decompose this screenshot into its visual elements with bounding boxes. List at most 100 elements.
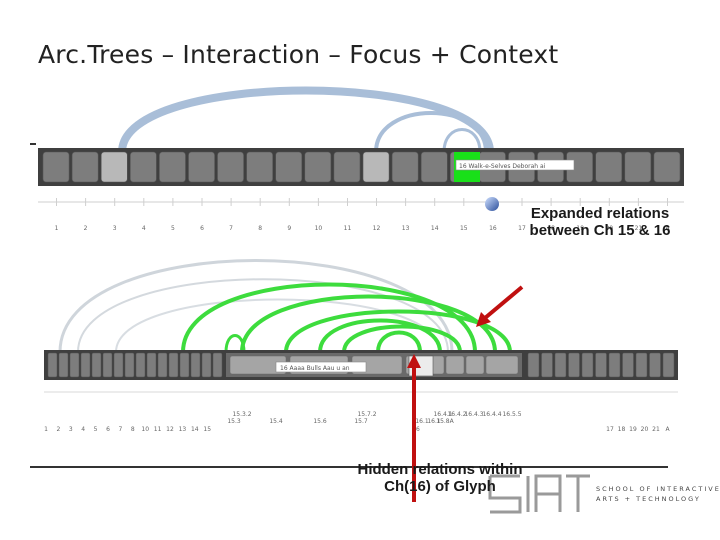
top-arc <box>118 86 494 156</box>
bottom-chapter-cell[interactable] <box>635 352 648 378</box>
bottom-chapter-tick: 10 <box>141 426 149 433</box>
top-chapter-cell[interactable] <box>391 151 419 183</box>
top-chapter-cell[interactable] <box>42 151 70 183</box>
green-arc <box>181 282 477 353</box>
bottom-chapter-cell[interactable] <box>47 352 58 378</box>
top-chapter-cell[interactable] <box>333 151 361 183</box>
top-chapter-cell[interactable] <box>653 151 681 183</box>
top-chapter-cell[interactable] <box>420 151 448 183</box>
top-chapter-tick: 6 <box>200 225 204 232</box>
top-chapter-tick: 9 <box>287 225 291 232</box>
bottom-chapter-cell[interactable] <box>113 352 124 378</box>
bottom-chapter-cell[interactable] <box>179 352 190 378</box>
dash-mark <box>30 143 36 145</box>
top-chapter-cell[interactable] <box>304 151 332 183</box>
bottom-chapter-cell[interactable] <box>541 352 553 378</box>
expanded-section-cell[interactable] <box>445 355 465 375</box>
bottom-chapter-tick: 12 <box>166 426 174 433</box>
bottom-chapter-tick: 13 <box>179 426 187 433</box>
section-tick: 16.1 <box>415 418 429 425</box>
section-tick: 15.3 <box>227 418 241 425</box>
bottom-chapter-cell[interactable] <box>201 352 212 378</box>
expanded-section-cell[interactable] <box>485 355 519 375</box>
bottom-chapter-cell[interactable] <box>190 352 201 378</box>
top-chapter-cell[interactable] <box>100 151 128 183</box>
section-tick: 16 <box>412 426 420 433</box>
section-label: 16 Aaaa Bulls Aau u an <box>280 365 350 372</box>
section-tick: 15.3.2 <box>232 411 251 418</box>
bottom-chapter-cell[interactable] <box>212 352 223 378</box>
bottom-chapter-cell[interactable] <box>554 352 567 378</box>
bottom-chapter-tick: 5 <box>94 426 98 433</box>
section-tick: 16.5.5 <box>502 411 521 418</box>
section-tick: 15.7 <box>354 418 368 425</box>
top-chapter-cell[interactable] <box>246 151 274 183</box>
section-tick: 16.4.3 <box>464 411 483 418</box>
bottom-chapter-cell[interactable] <box>80 352 91 378</box>
expanded-section-cell[interactable] <box>465 355 485 375</box>
bottom-chapter-cell[interactable] <box>662 352 675 378</box>
top-chapter-tick: 2 <box>84 225 88 232</box>
top-chapter-tick: 21 <box>635 225 643 232</box>
top-chapter-cell[interactable] <box>275 151 303 183</box>
bottom-chapter-cell[interactable] <box>595 352 607 378</box>
top-chapter-tick: 8 <box>258 225 262 232</box>
bottom-chapter-tick: 8 <box>131 426 135 433</box>
bottom-chapter-cell[interactable] <box>135 352 146 378</box>
bottom-chapter-tick: 18 <box>618 426 626 433</box>
bottom-chapter-cell[interactable] <box>102 352 113 378</box>
bottom-chapter-cell[interactable] <box>168 352 179 378</box>
section-tooltip <box>275 361 367 373</box>
top-chapter-tick: A <box>665 225 670 232</box>
bottom-chapter-cell[interactable] <box>568 352 580 378</box>
section-tick: 15.6 <box>313 418 327 425</box>
top-chapter-tick: 5 <box>171 225 175 232</box>
top-chapter-cell[interactable] <box>71 151 99 183</box>
top-chapter-cell[interactable] <box>624 151 652 183</box>
top-chapter-cell[interactable] <box>217 151 244 183</box>
section-tick: 16.1 <box>427 418 441 425</box>
bottom-chapter-cell[interactable] <box>608 352 621 378</box>
bottom-chapter-cell[interactable] <box>69 352 80 378</box>
top-chapter-tick: 14 <box>431 225 439 232</box>
section-tick: 16.4.2 <box>447 411 466 418</box>
section-tick: 15.7.2 <box>357 411 376 418</box>
bottom-chapter-tick: 15 <box>203 426 211 433</box>
green-arc <box>342 324 462 353</box>
bottom-chapter-cell[interactable] <box>622 352 634 378</box>
top-chapter-cell[interactable] <box>595 151 623 183</box>
selection-ball[interactable] <box>485 197 499 211</box>
hidden-annotation: Hidden relations within Ch(16) of Glyph <box>357 461 523 496</box>
top-chapter-tick: 10 <box>315 225 323 232</box>
top-chapter-tick: 19 <box>576 225 584 232</box>
expanded-green-arcs <box>181 282 512 353</box>
top-arc <box>442 128 482 154</box>
section-tick: 15.8A <box>436 418 454 425</box>
bottom-chapter-tick: 21 <box>652 426 660 433</box>
bottom-chapter-cell[interactable] <box>649 352 661 378</box>
top-chapter-cell[interactable] <box>159 151 186 183</box>
top-chapter-tick: 1 <box>55 225 59 232</box>
bottom-chapter-cell[interactable] <box>91 352 102 378</box>
top-chapter-tick: 4 <box>142 225 146 232</box>
top-chapter-tick: 3 <box>113 225 117 232</box>
expanded-annotation: Expanded relations between Ch 15 & 16 <box>529 205 671 240</box>
green-arc <box>376 330 422 353</box>
bottom-chapter-cell[interactable] <box>581 352 594 378</box>
top-chapter-cell[interactable] <box>188 151 215 183</box>
top-chapter-tick: 12 <box>373 225 381 232</box>
bottom-chapter-tick: 20 <box>641 426 649 433</box>
bottom-chapter-tick: 2 <box>56 426 60 433</box>
bottom-chapter-cell[interactable] <box>527 352 540 378</box>
bottom-chapter-tick: 3 <box>69 426 73 433</box>
top-chapter-cell[interactable] <box>130 151 157 183</box>
bottom-chapter-cell[interactable] <box>58 352 69 378</box>
top-chapter-tick: 11 <box>344 225 352 232</box>
bottom-chapter-cell[interactable] <box>146 352 157 378</box>
bottom-chapter-cell[interactable] <box>157 352 168 378</box>
section-tick: 15.4 <box>269 418 283 425</box>
top-chapter-cell[interactable] <box>362 151 390 183</box>
bottom-chapter-cell[interactable] <box>124 352 135 378</box>
logo-line-1: SCHOOL OF INTERACTIVE <box>596 485 720 493</box>
